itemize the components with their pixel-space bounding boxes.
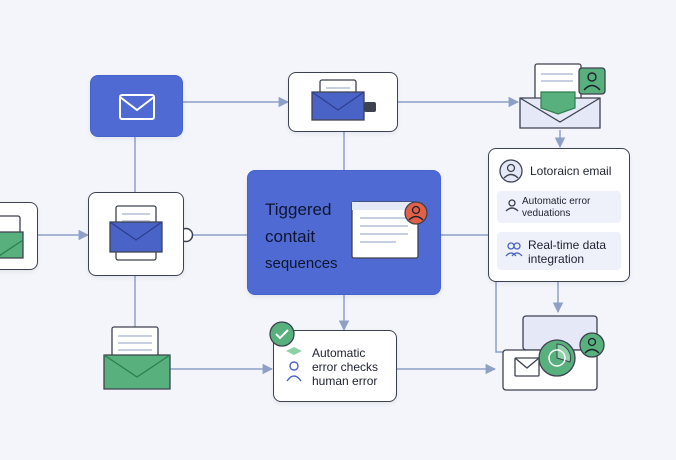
envelope-green-icon (0, 215, 24, 259)
open-envelope-user-icon (519, 63, 606, 129)
panel-row-error-validations[interactable] (497, 191, 621, 223)
document-alert-icon (351, 201, 428, 259)
hub-title-line-2: contait (265, 227, 316, 246)
checks-user-icon (286, 347, 302, 382)
envelope-stack-icon (109, 205, 163, 261)
panel-header: Lotoraicn email (530, 164, 612, 178)
user-icon (505, 199, 519, 212)
check-badge-icon (269, 321, 295, 347)
mail-trigger-node[interactable] (90, 75, 183, 137)
checks-line-3: human error (312, 374, 378, 388)
panel-header-user-icon (499, 159, 523, 183)
panel-row-2-line-2: integration (528, 252, 585, 266)
error-checks-node[interactable] (273, 330, 397, 402)
mail-icon (119, 94, 155, 120)
device-chart-icon (502, 315, 605, 391)
inbox-envelope-node[interactable] (515, 62, 610, 132)
panel-row-2-line-1: Real-time data (528, 238, 607, 252)
hub-title-line-1: Tiggered (265, 200, 332, 219)
open-envelope-green-icon (103, 326, 171, 390)
panel-row-1-line-1: Automatic error (522, 196, 591, 207)
open-mail-node[interactable] (100, 325, 174, 393)
hub-title: Tiggered contait sequences (265, 196, 338, 277)
users-icon (505, 242, 523, 257)
envelope-draft-icon (311, 79, 376, 121)
left-partial-mail-node (0, 202, 38, 270)
panel-row-1-line-2: veduations (522, 208, 571, 219)
envelope-node[interactable] (88, 192, 184, 276)
analytics-device-node[interactable] (495, 312, 615, 394)
draft-email-node[interactable] (288, 72, 398, 132)
checks-line-1: Automatic (312, 346, 366, 360)
panel-row-data-integration[interactable] (497, 232, 621, 270)
hub-title-line-3: sequences (265, 255, 338, 272)
checks-line-2: error checks (312, 360, 379, 374)
